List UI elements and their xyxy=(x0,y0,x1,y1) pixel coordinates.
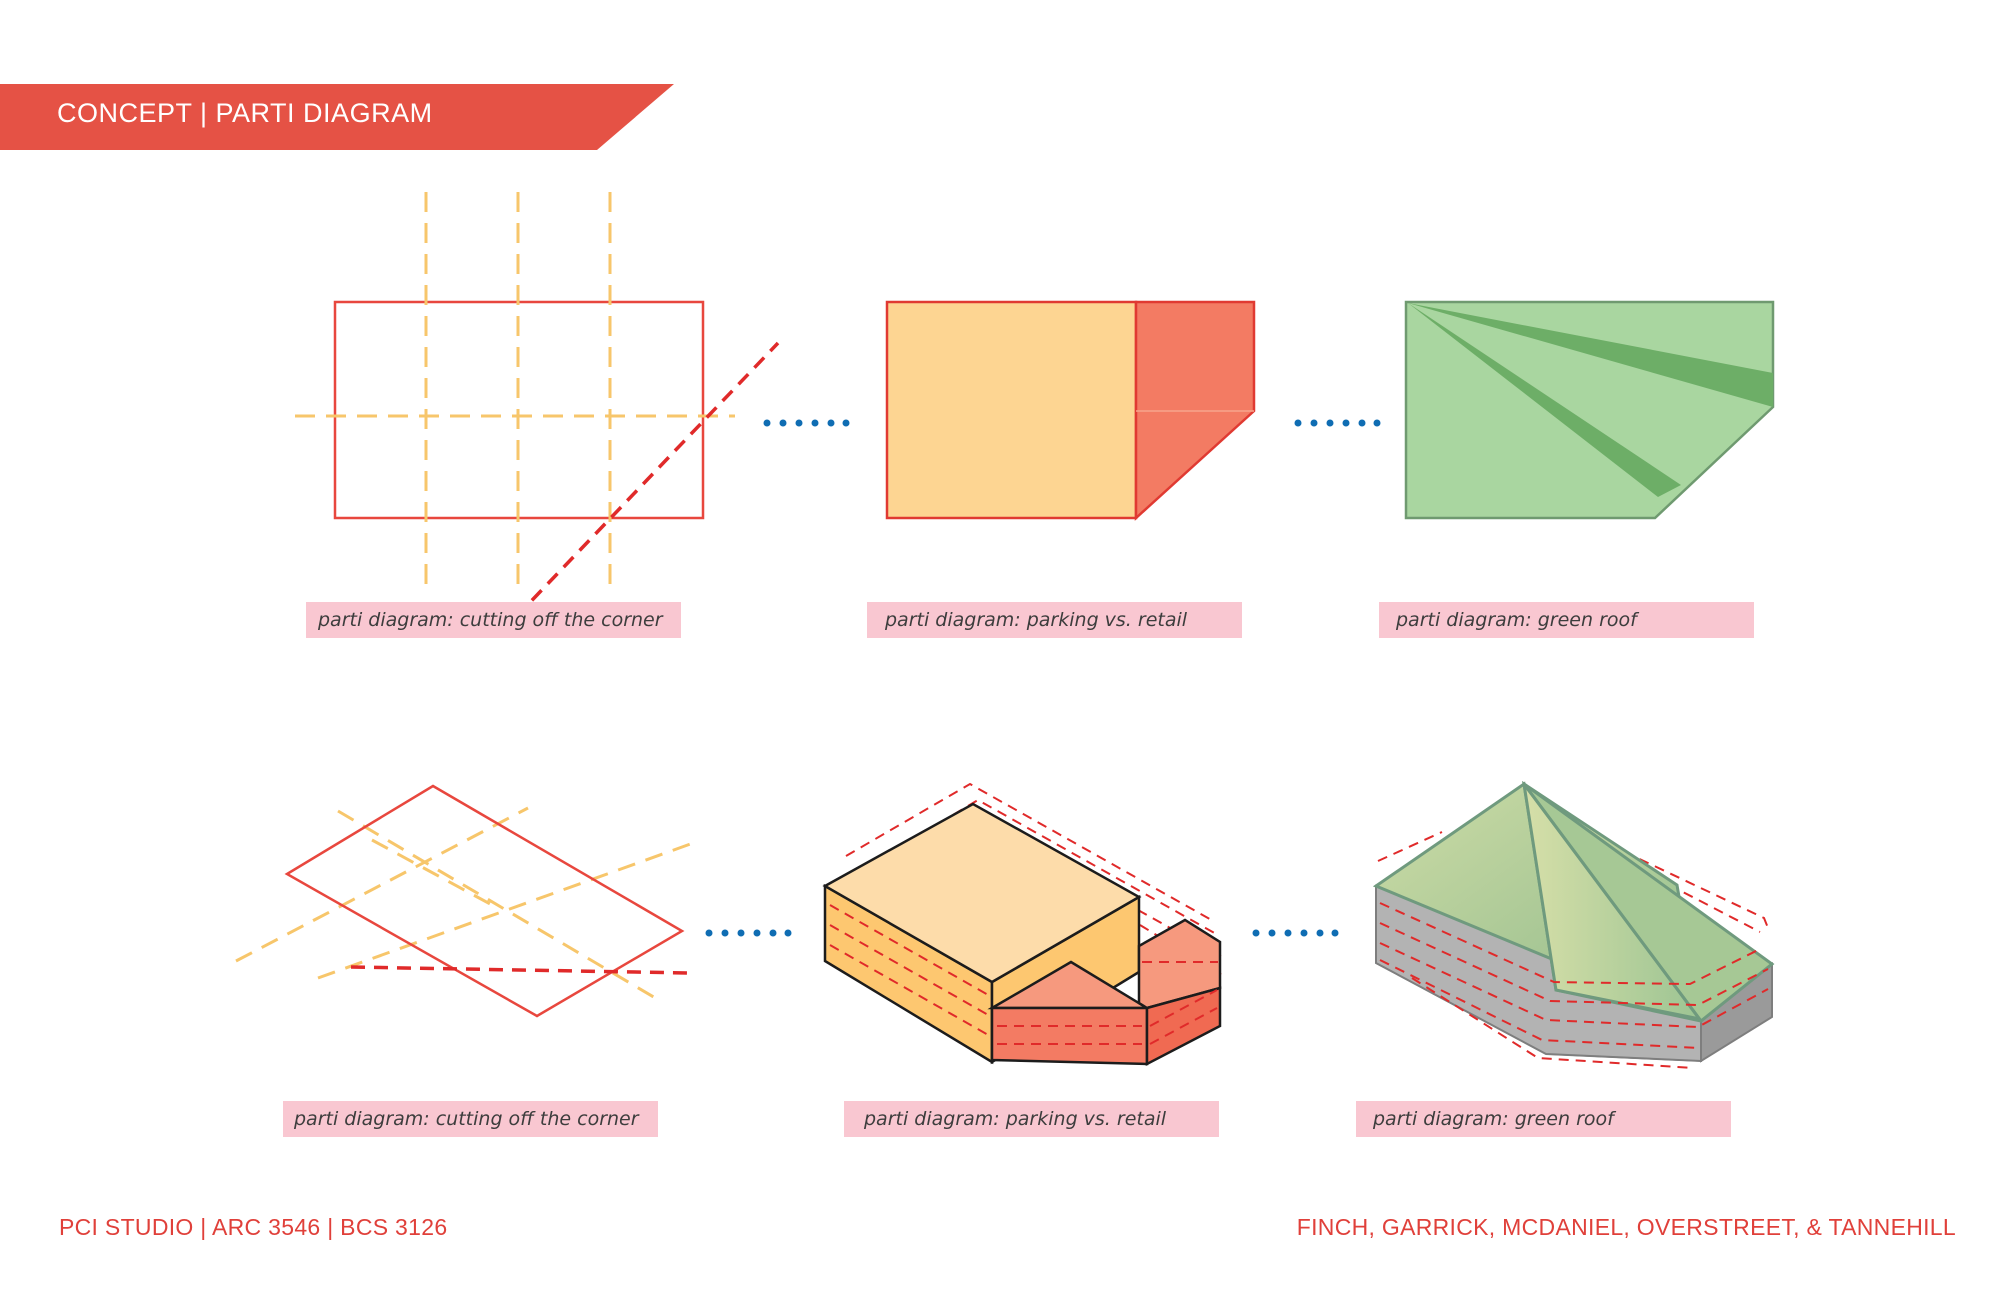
header-banner-shape xyxy=(0,84,674,150)
connector-dots xyxy=(705,929,792,937)
connector-dots xyxy=(1252,929,1339,937)
footer-authors: FINCH, GARRICK, MCDANIEL, OVERSTREET, & … xyxy=(1297,1214,1956,1240)
caption-text: parti diagram: parking vs. retail xyxy=(884,609,1188,631)
retail-zone xyxy=(1134,300,1256,521)
roof-fold-strip xyxy=(1408,303,1773,407)
axon-diagram-parking-retail xyxy=(822,782,1223,1067)
connector-dots xyxy=(763,419,850,427)
plan-diagram-green-roof xyxy=(1404,300,1775,520)
header-banner: CONCEPT | PARTI DIAGRAM xyxy=(0,84,674,150)
grid-lines xyxy=(235,806,697,1001)
floor-dashed-lines xyxy=(829,904,991,1037)
caption-text: parti diagram: cutting off the corner xyxy=(293,1108,640,1130)
roof-fold-strip xyxy=(1408,303,1681,497)
footer-course-info: PCI STUDIO | ARC 3546 | BCS 3126 xyxy=(59,1214,447,1240)
connector-dots xyxy=(1294,419,1381,427)
corner-cut-line xyxy=(350,965,690,975)
caption-axon-2: parti diagram: parking vs. retail xyxy=(844,1101,1219,1137)
caption-text: parti diagram: green roof xyxy=(1372,1108,1617,1130)
parking-top-face xyxy=(822,802,1142,984)
caption-plan-1: parti diagram: cutting off the corner xyxy=(306,602,681,638)
floor-dashed-lines xyxy=(1379,902,1769,1069)
parking-zone xyxy=(885,300,1138,520)
corner-cut-line xyxy=(514,341,780,619)
caption-axon-3: parti diagram: green roof xyxy=(1356,1101,1731,1137)
site-outline xyxy=(284,784,685,1018)
caption-plan-3: parti diagram: green roof xyxy=(1379,602,1754,638)
caption-text: parti diagram: cutting off the corner xyxy=(317,609,664,631)
caption-axon-1: parti diagram: cutting off the corner xyxy=(283,1101,658,1137)
retail-front-face xyxy=(990,1006,1149,1066)
retail-dashed-lines xyxy=(997,961,1218,1045)
caption-text: parti diagram: parking vs. retail xyxy=(863,1108,1167,1130)
roof-outline xyxy=(1404,300,1775,520)
plan-diagram-cutting-corner xyxy=(295,192,780,619)
axon-diagram-cutting-corner xyxy=(235,784,697,1018)
roof-ridge xyxy=(1522,783,1703,1022)
axon-diagram-green-roof xyxy=(1372,780,1775,1069)
page-title: CONCEPT | PARTI DIAGRAM xyxy=(57,98,433,128)
caption-plan-2: parti diagram: parking vs. retail xyxy=(867,602,1242,638)
grid-lines xyxy=(295,192,735,590)
caption-text: parti diagram: green roof xyxy=(1395,609,1640,631)
plan-diagram-parking-retail xyxy=(885,300,1256,521)
